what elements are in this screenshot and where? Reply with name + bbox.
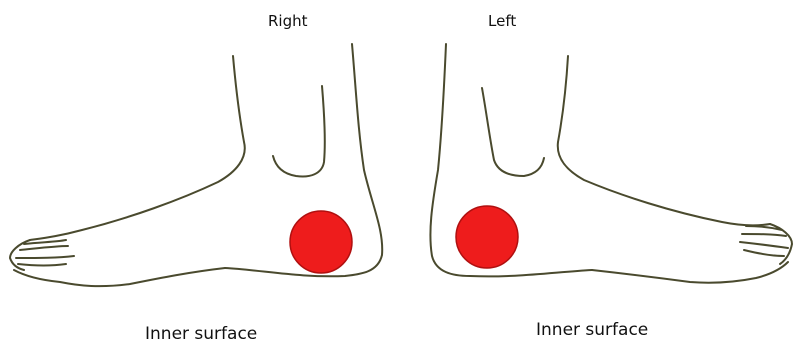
left-surface-label: Inner surface: [536, 320, 648, 340]
left-foot-outline-front: [558, 56, 770, 225]
right-foot: [10, 44, 382, 286]
right-ankle-bone: [273, 86, 325, 176]
right-foot-toes: [10, 240, 74, 270]
left-foot-sole: [592, 262, 788, 283]
right-foot-sole: [14, 268, 225, 286]
left-foot-marker: [456, 206, 518, 268]
right-foot-marker: [290, 211, 352, 273]
left-foot-label: Left: [488, 12, 516, 30]
right-foot-label: Right: [268, 12, 308, 30]
right-surface-label: Inner surface: [145, 324, 257, 344]
left-foot: [430, 44, 792, 283]
right-foot-outline-front: [30, 56, 245, 240]
left-ankle-bone: [482, 88, 544, 176]
left-foot-toes: [740, 224, 792, 264]
